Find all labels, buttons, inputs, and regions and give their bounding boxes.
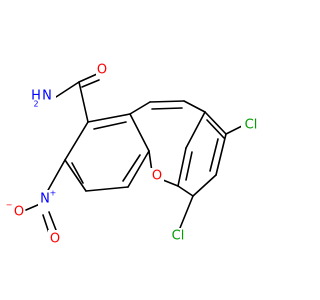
bond [179,195,194,229]
atom-nitro-n: N + [38,189,56,207]
bond [93,121,127,130]
bond [185,151,193,181]
bond [85,186,129,192]
molecule-structure-diagram: H 2 N O O N + − O O Cl Cl [5,62,261,247]
bond [78,81,89,123]
bond [177,147,187,187]
nitro-o-minus-label: O [14,205,24,220]
nitro-n-charge: + [50,189,57,198]
atom-nitro-o-minus: − O [6,201,24,220]
bond [71,162,84,184]
bond [206,119,225,139]
bond [177,185,194,197]
atom-amide-o: O [96,62,110,78]
bond [81,79,100,88]
atom-ring-o: O [150,168,164,184]
nitro-n-label: N [40,192,50,207]
bond [129,113,150,152]
atom-nitro-o: O [48,230,62,247]
bond [183,100,206,113]
nitro-o-charge: − [6,201,13,210]
bond-lines [25,73,245,234]
bond [204,111,227,135]
bond [209,138,219,172]
amide-o-label: O [97,63,107,78]
bond [192,174,217,197]
bond [25,203,41,211]
bond [78,73,98,83]
bond [162,179,179,187]
bond [129,101,151,115]
bond [48,211,57,231]
nitro-o-label: O [50,232,60,247]
ring-o-label: O [152,169,162,184]
bond [64,159,87,192]
bond [46,159,66,193]
atom-cl-lower: Cl [168,228,188,244]
amide-n-label: N [42,89,52,104]
amide-h-label: H [31,89,41,104]
atom-cl-upper: Cl [241,118,261,134]
bond [127,150,150,188]
cl-upper-label: Cl [245,118,258,133]
bond [64,121,89,161]
bond [149,100,185,103]
bond [215,133,227,176]
amide-subscript-label: 2 [33,100,38,109]
bond [87,113,131,123]
bond [122,154,141,182]
cl-lower-label: Cl [172,229,185,244]
bond [55,81,80,98]
atom-amide-nh2: H 2 N [26,88,56,109]
bond [185,111,206,149]
bond [151,107,183,110]
